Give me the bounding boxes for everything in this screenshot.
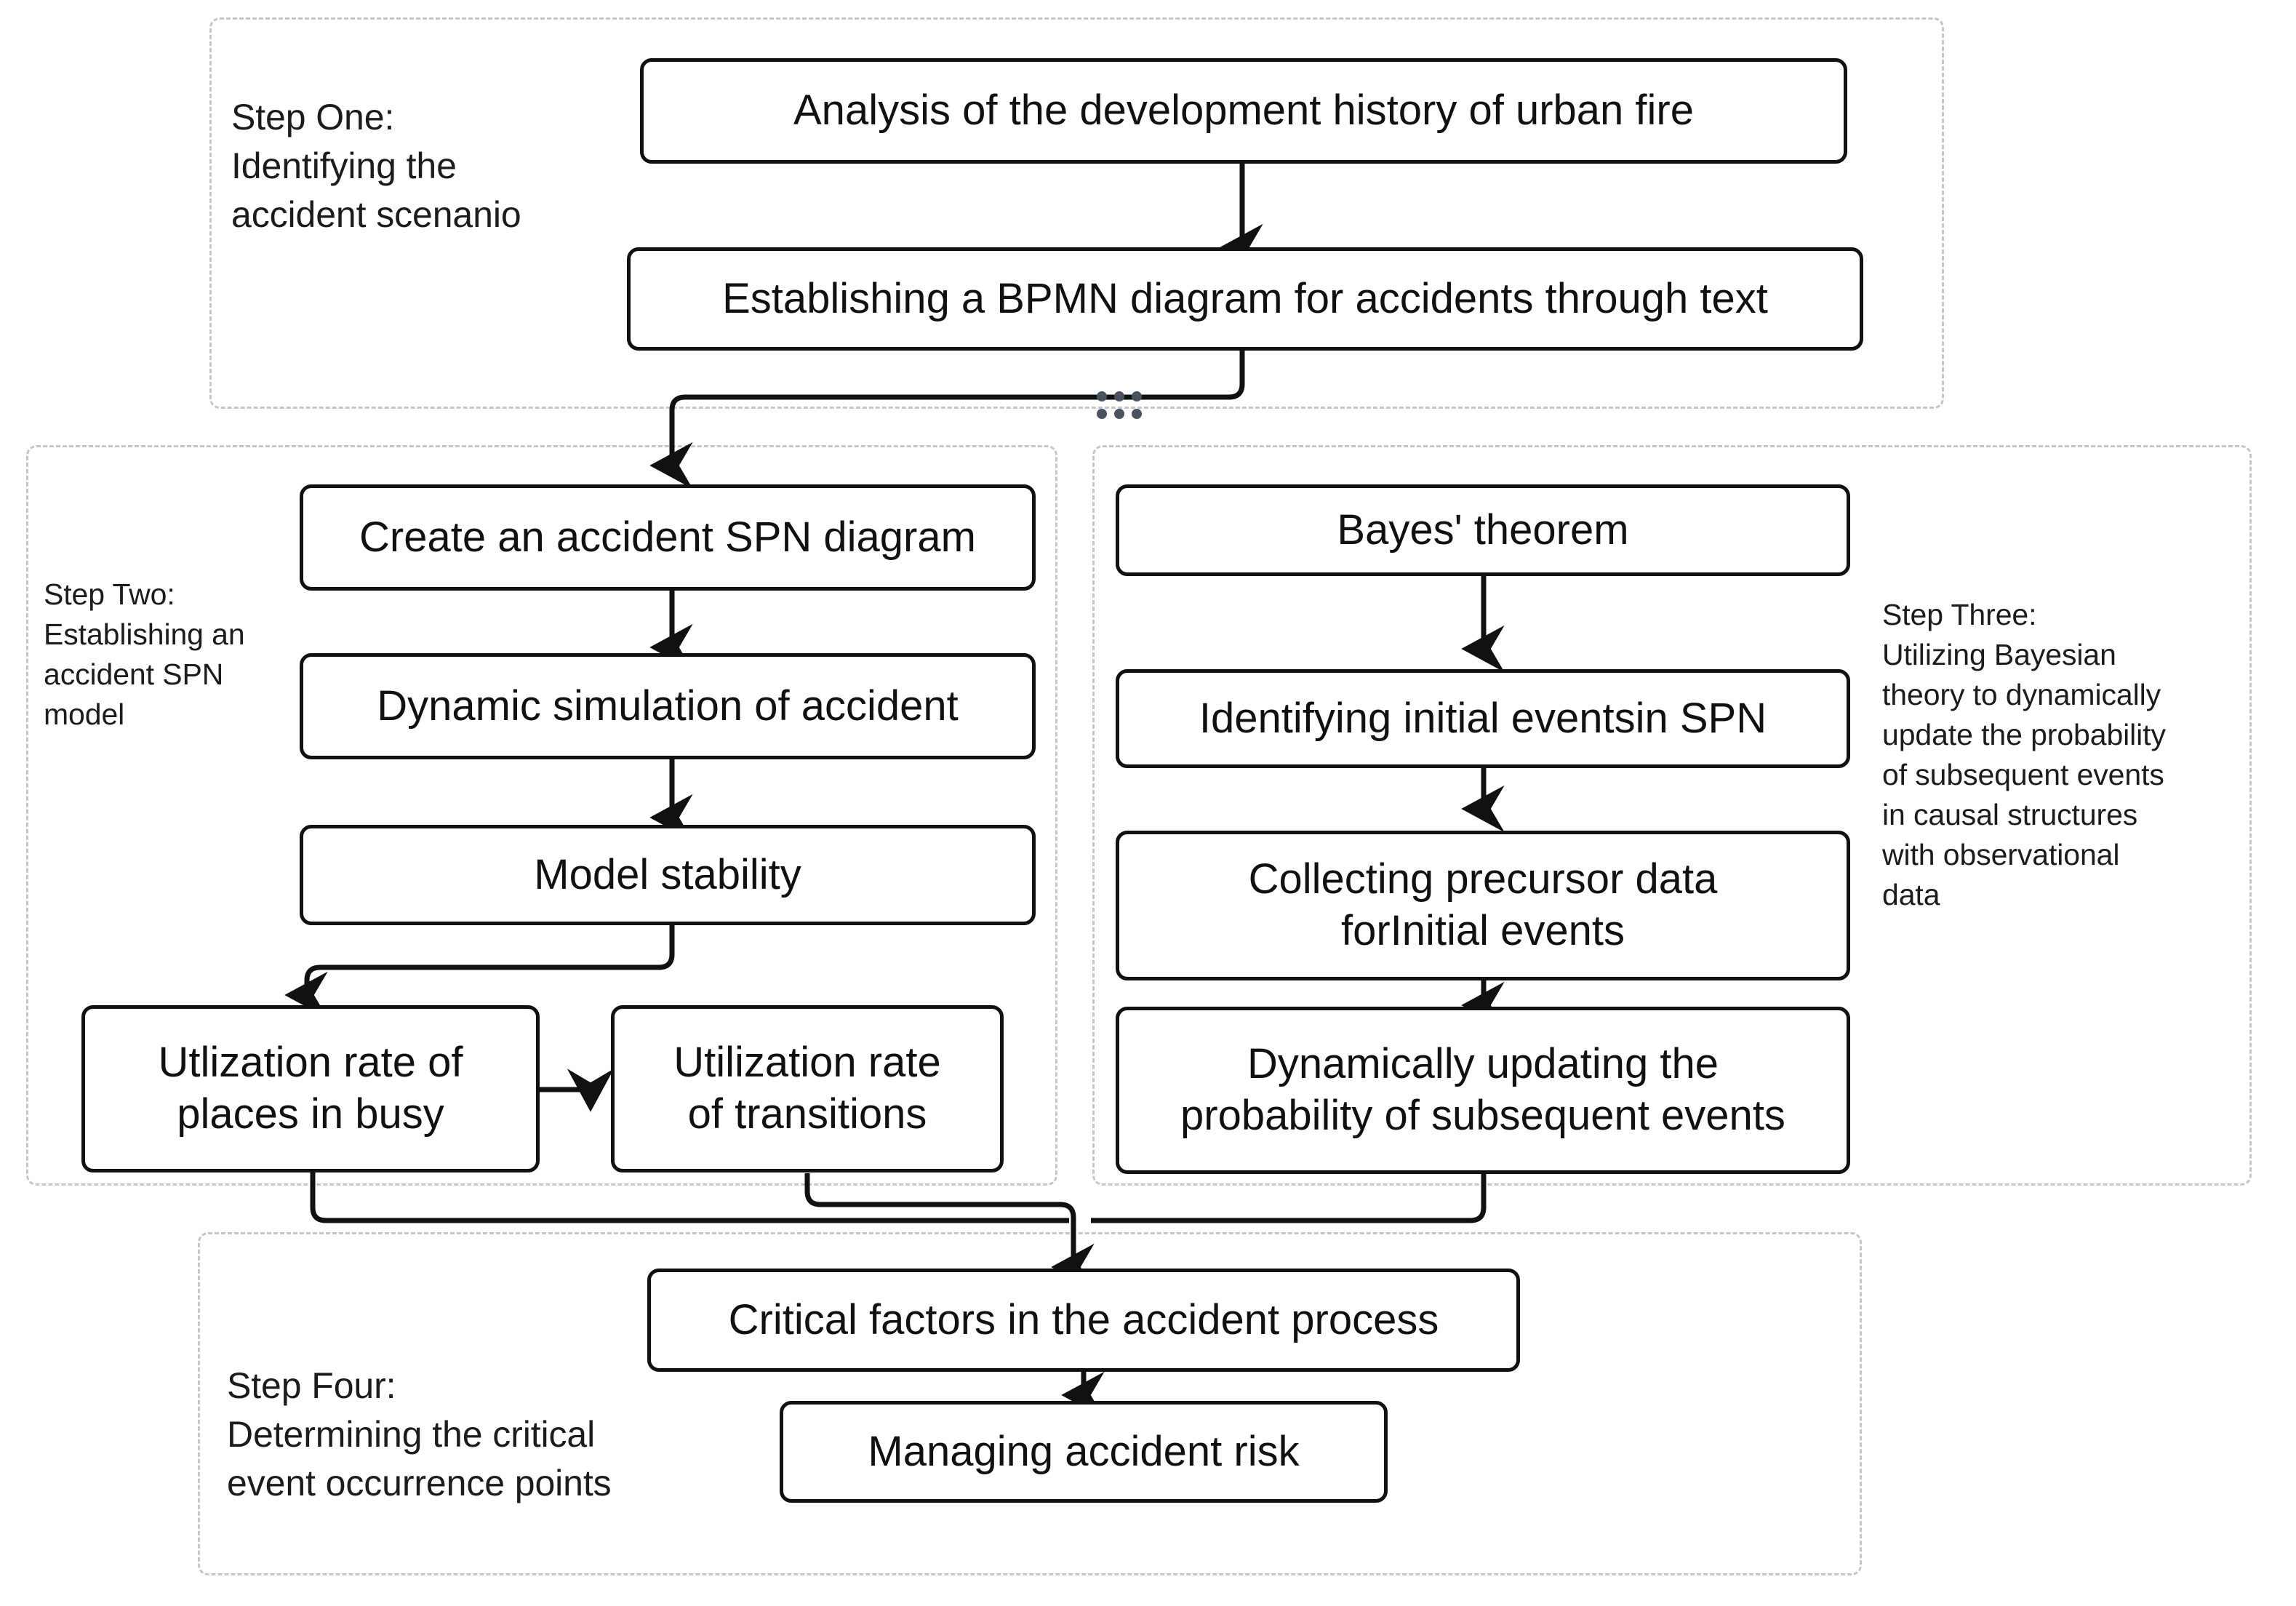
- node-collect-precursor[interactable]: Collecting precursor data forInitial eve…: [1116, 831, 1850, 980]
- dot-1: [1097, 391, 1107, 402]
- step-three-caption: Step Three: Utilizing Bayesian theory to…: [1882, 598, 2166, 911]
- node-critical-factors[interactable]: Critical factors in the accident process: [647, 1269, 1520, 1372]
- dot-2: [1114, 391, 1124, 402]
- node-model-stability[interactable]: Model stability: [300, 825, 1036, 925]
- dot-3: [1132, 391, 1142, 402]
- dot-5: [1114, 409, 1124, 419]
- step-three-group: [1092, 445, 2252, 1186]
- node-utilization-transitions[interactable]: Utilization rate of transitions: [611, 1005, 1004, 1172]
- six-dot-handle-marker[interactable]: [1097, 391, 1142, 419]
- node-identify-initial-events[interactable]: Identifying initial eventsin SPN: [1116, 669, 1850, 768]
- node-create-spn[interactable]: Create an accident SPN diagram: [300, 484, 1036, 591]
- node-bayes-theorem[interactable]: Bayes' theorem: [1116, 484, 1850, 576]
- node-update-probability[interactable]: Dynamically updating the probability of …: [1116, 1007, 1850, 1174]
- step-two-caption: Step Two: Establishing an accident SPN m…: [44, 578, 245, 731]
- node-analysis-history[interactable]: Analysis of the development history of u…: [640, 58, 1847, 164]
- node-bpmn-diagram[interactable]: Establishing a BPMN diagram for accident…: [627, 247, 1863, 351]
- dot-4: [1097, 409, 1107, 419]
- step-one-caption: Step One: Identifying the accident scena…: [231, 97, 521, 235]
- dot-6: [1132, 409, 1142, 419]
- step-four-caption: Step Four: Determining the critical even…: [227, 1365, 612, 1503]
- node-managing-risk[interactable]: Managing accident risk: [780, 1401, 1388, 1503]
- node-utilization-places[interactable]: Utlization rate of places in busy: [81, 1005, 540, 1172]
- node-dynamic-simulation[interactable]: Dynamic simulation of accident: [300, 653, 1036, 759]
